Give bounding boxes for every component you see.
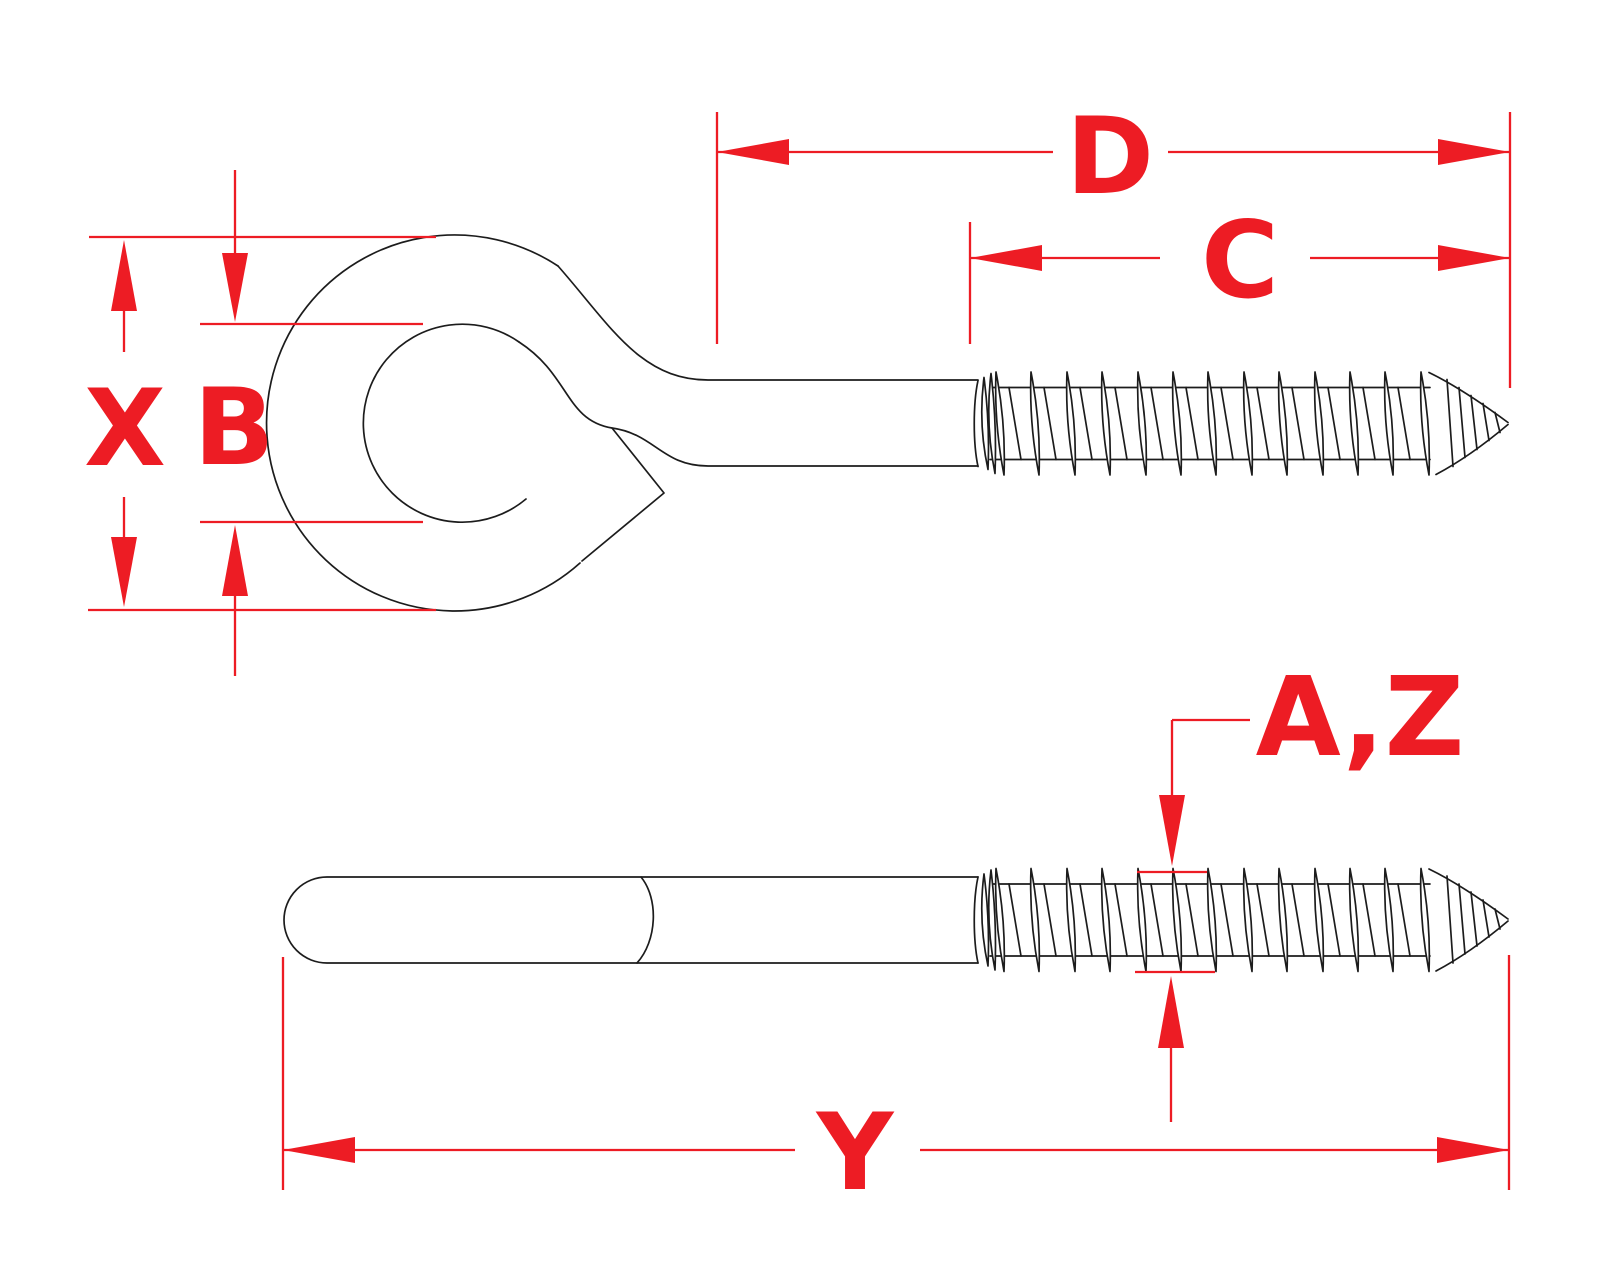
arrow-y-right bbox=[1437, 1137, 1509, 1163]
arrow-x-up bbox=[111, 240, 137, 311]
arrow-x-down bbox=[111, 537, 137, 607]
eye-inner-hole bbox=[362, 323, 527, 523]
dimension-arrowheads bbox=[111, 139, 1510, 1163]
dim-az-lines bbox=[1135, 718, 1250, 1122]
arrow-c-right bbox=[1438, 245, 1510, 271]
dim-d-lines bbox=[715, 112, 1512, 388]
eye-edge-on-bar bbox=[283, 876, 979, 964]
arrow-d-right bbox=[1438, 139, 1510, 165]
arrow-az-bottom bbox=[1158, 976, 1184, 1048]
dim-label-c: C bbox=[1201, 199, 1279, 322]
wire-overlap-edge bbox=[636, 876, 655, 964]
shank-top-edge bbox=[557, 265, 979, 381]
arrow-az-top bbox=[1159, 795, 1185, 866]
arrow-b-top bbox=[222, 253, 248, 322]
dim-label-az: A,Z bbox=[1256, 653, 1465, 781]
rotated-side-view bbox=[283, 869, 1508, 972]
dimension-lines bbox=[88, 112, 1512, 1190]
arrow-d-left bbox=[717, 139, 789, 165]
dim-x-lines bbox=[88, 235, 436, 612]
dim-y-lines bbox=[281, 955, 1511, 1190]
arrow-c-left bbox=[970, 245, 1042, 271]
dim-label-d: D bbox=[1066, 95, 1154, 218]
dimension-labels: D C X B A,Z Y bbox=[84, 95, 1464, 1214]
dim-label-y: Y bbox=[815, 1091, 895, 1214]
part-outlines bbox=[265, 234, 1508, 972]
arrow-b-bottom bbox=[222, 525, 248, 596]
dimension-annotations: D C X B A,Z Y bbox=[84, 95, 1512, 1214]
dim-b-lines bbox=[200, 170, 423, 676]
arrow-y-left bbox=[283, 1137, 355, 1163]
wire-end-cut bbox=[581, 427, 665, 562]
dim-label-b: B bbox=[194, 366, 275, 489]
dim-label-x: X bbox=[84, 367, 166, 490]
